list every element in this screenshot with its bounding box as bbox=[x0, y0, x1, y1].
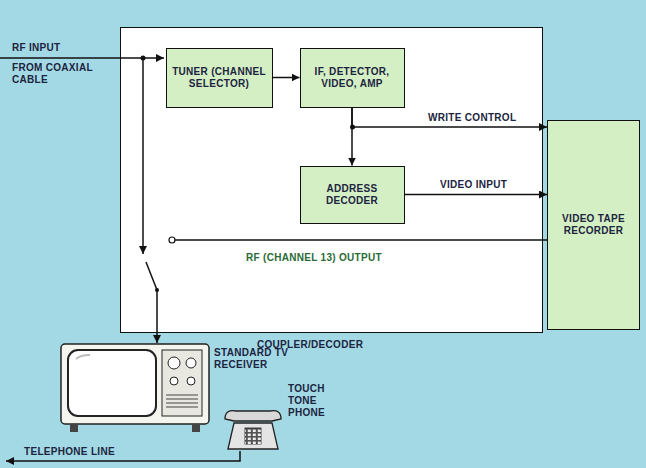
telephone: TOUCH TONE PHONE bbox=[222, 405, 284, 451]
switch-contact bbox=[169, 237, 175, 243]
node-caption: TOUCH TONE PHONE bbox=[288, 383, 338, 419]
box-label: IF, DETECTOR, VIDEO, AMP bbox=[305, 66, 400, 90]
signal-label: RF INPUT bbox=[12, 42, 112, 54]
signal-connector bbox=[273, 77, 300, 79]
rf-input-wire bbox=[0, 57, 164, 59]
signal-connector bbox=[157, 240, 547, 343]
signal-connector bbox=[352, 108, 547, 128]
phone-illustration bbox=[222, 405, 284, 451]
node-caption: STANDARD TV RECEIVER bbox=[214, 347, 292, 371]
signal-connector bbox=[405, 194, 548, 196]
process-box: IF, DETECTOR, VIDEO, AMP bbox=[300, 48, 405, 108]
connector-group bbox=[157, 78, 547, 344]
connector-label: RF (CHANNEL 13) OUTPUT bbox=[246, 252, 382, 264]
tv-receiver: STANDARD TV RECEIVER bbox=[60, 343, 210, 433]
tv-illustration bbox=[60, 343, 210, 433]
switch-blade bbox=[146, 262, 157, 290]
process-box: TUNER (CHANNEL SELECTOR) bbox=[166, 48, 273, 108]
coupler-ground bbox=[120, 27, 543, 333]
signal-label: TELEPHONE LINE bbox=[24, 446, 174, 458]
box-label: TUNER (CHANNEL SELECTOR) bbox=[171, 66, 268, 90]
signal-label: FROM COAXIAL CABLE bbox=[12, 62, 112, 86]
box-label: VIDEO TAPE RECORDER bbox=[552, 213, 635, 237]
connector-label: WRITE CONTROL bbox=[428, 112, 516, 124]
rf-bypass-wire bbox=[142, 58, 144, 254]
box-label: ADDRESS DECODER bbox=[305, 183, 400, 207]
process-box: ADDRESS DECODER bbox=[300, 166, 405, 224]
junction-dot bbox=[141, 56, 146, 61]
connector-label: VIDEO INPUT bbox=[440, 179, 507, 191]
recorder-box: VIDEO TAPE RECORDER bbox=[547, 120, 640, 330]
